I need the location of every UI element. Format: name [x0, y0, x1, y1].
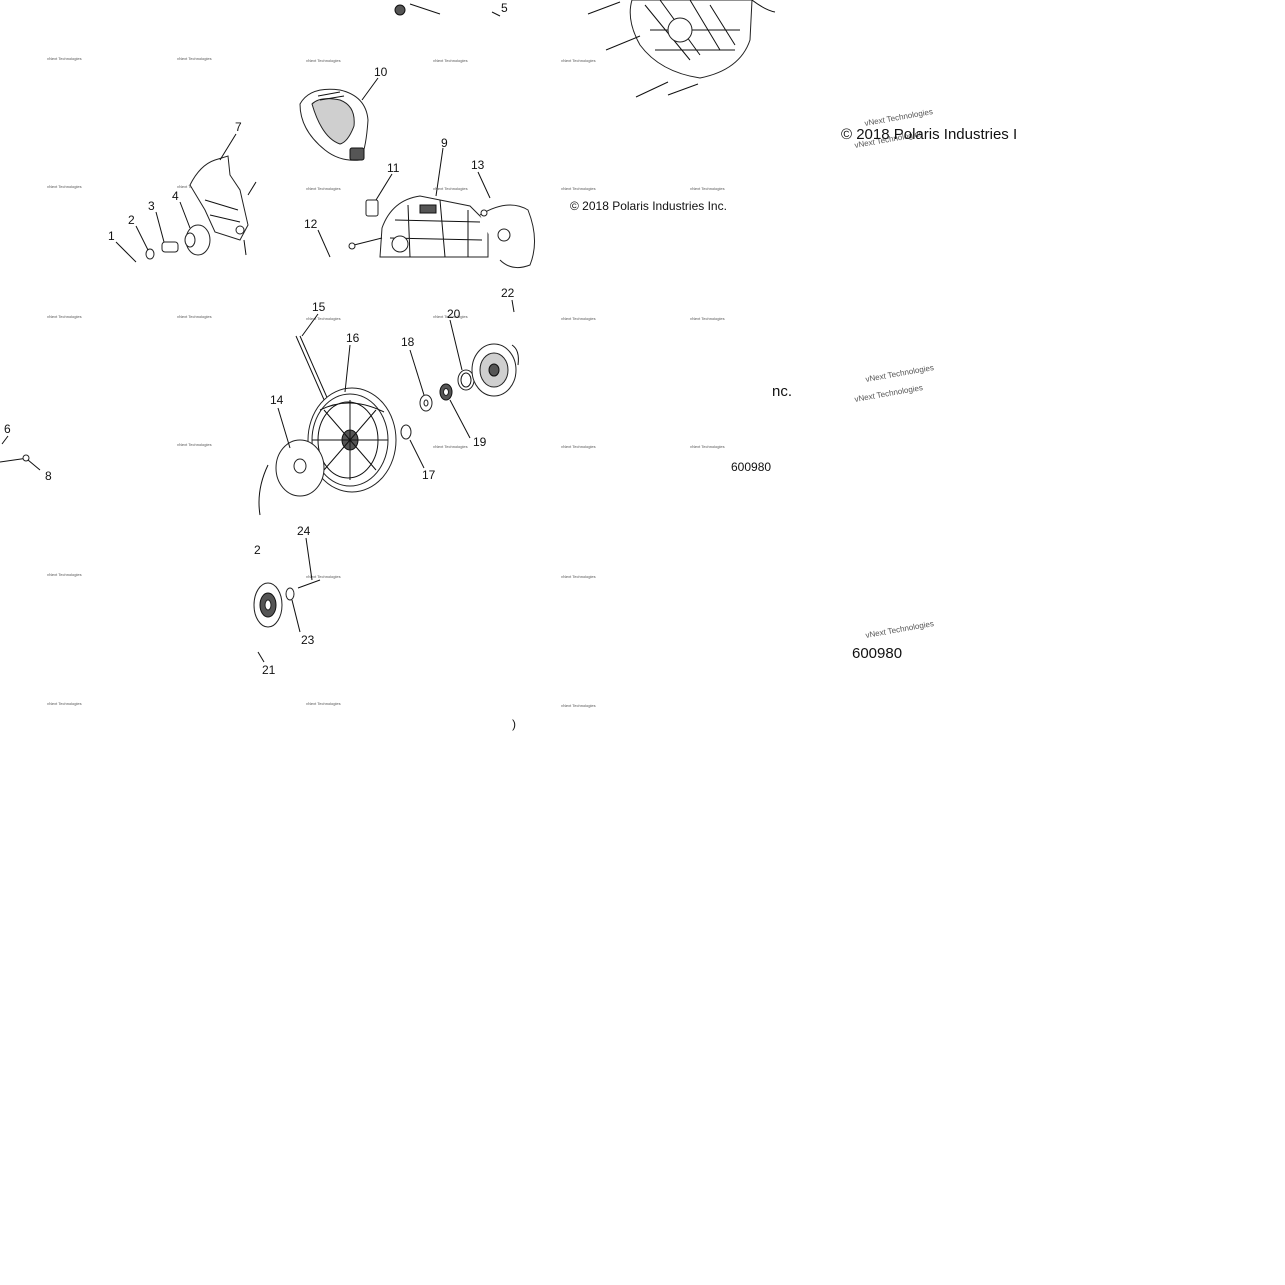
callout-7: 7	[235, 120, 242, 134]
watermark-large-group: vNext Technologies vNext Technologies vN…	[854, 107, 935, 640]
callout-9: 9	[441, 136, 448, 150]
washer-part-2	[145, 248, 155, 260]
watermark-text: vNext Technologies	[561, 316, 596, 321]
copyright-inc-fragment: nc.	[772, 383, 792, 400]
watermark-text: vNext Technologies	[306, 316, 341, 321]
watermark-text: vNext Technologies	[433, 58, 468, 63]
watermark-text: vNext Technologies	[854, 383, 924, 404]
callout-12: 12	[304, 217, 318, 231]
watermark-grid: vNext Technologies vNext Technologies vN…	[47, 56, 725, 708]
watermark-text: vNext Technologies	[433, 444, 468, 449]
gasket-part-13	[479, 204, 535, 269]
watermark-text: vNext Technologies	[306, 58, 341, 63]
watermark-text: vNext Technologies	[306, 186, 341, 191]
bolt-part-12	[348, 237, 383, 250]
callout-15: 15	[312, 300, 326, 314]
callout-labels: 1 2 3 4 5 6 7 8 9 10 11 12 13 14 15 16 1…	[4, 1, 516, 731]
watermark-text: vNext Technologies	[47, 572, 82, 577]
watermark-text: vNext Technologies	[177, 56, 212, 61]
disc-edge-part	[258, 464, 269, 516]
spacer-part-4	[184, 224, 211, 256]
part-number: 600980	[731, 460, 771, 474]
part-number-large: 600980	[852, 645, 902, 662]
callout-16: 16	[346, 331, 360, 345]
pulley-part-16	[307, 387, 397, 493]
bracket-part	[189, 155, 257, 256]
leader-lines	[1, 11, 515, 663]
watermark-text: vNext Technologies	[306, 574, 341, 579]
bolt-part-24	[297, 579, 321, 589]
watermark-text: vNext Technologies	[47, 184, 82, 189]
watermark-text: vNext Technologies	[865, 363, 935, 384]
callout-23: 23	[301, 633, 315, 647]
bushing-part-11	[365, 199, 379, 217]
washer-part-23	[285, 587, 295, 601]
watermark-text: vNext Technologies	[561, 444, 596, 449]
handle-part	[299, 88, 369, 161]
callout-13: 13	[471, 158, 485, 172]
callout-1: 1	[108, 229, 115, 243]
watermark-text: vNext Technologies	[561, 58, 596, 63]
cover-part-9	[379, 195, 489, 258]
watermark-text: vNext Technologies	[690, 444, 725, 449]
watermark-text: vNext Technologies	[47, 56, 82, 61]
callout-6: 6	[4, 422, 11, 436]
watermark-text: vNext Technologies	[433, 314, 468, 319]
watermark-text: vNext Technologies	[865, 619, 935, 640]
callout-8: 8	[45, 469, 52, 483]
watermark-text: vNext Technologies	[433, 186, 468, 191]
callout-17: 17	[422, 468, 436, 482]
watermark-text: vNext Technologies	[690, 316, 725, 321]
callout-20: 20	[447, 307, 461, 321]
nut-part-19	[439, 383, 453, 401]
copyright-notice-large: © 2018 Polaris Industries I	[841, 126, 1017, 143]
watermark-text: vNext Technologies	[47, 701, 82, 706]
callout-18: 18	[401, 335, 415, 349]
watermark-text: vNext Technologies	[561, 186, 596, 191]
watermark-text: vNext Technologies	[47, 314, 82, 319]
watermark-text: vNext Technologies	[864, 107, 934, 128]
callout-fragment-2: 2	[254, 543, 261, 557]
ratchet-part-22	[471, 343, 519, 397]
watermark-text: vNext Technologies	[561, 574, 596, 579]
ring-part-17	[400, 424, 412, 440]
cup-part-21	[253, 582, 283, 628]
callout-14: 14	[270, 393, 284, 407]
callout-21: 21	[262, 663, 276, 677]
copyright-group: © 2018 Polaris Industries Inc. © 2018 Po…	[570, 126, 1017, 662]
copyright-notice: © 2018 Polaris Industries Inc.	[570, 199, 727, 213]
callout-19: 19	[473, 435, 487, 449]
watermark-text: vNext Technologies	[177, 442, 212, 447]
callout-fragment-paren: )	[512, 717, 516, 731]
spring-part-20	[457, 369, 475, 391]
rope-part-15	[295, 335, 330, 403]
callout-4: 4	[172, 189, 179, 203]
washer-part-14	[275, 439, 325, 497]
washer-part-18	[419, 394, 433, 412]
callout-24: 24	[297, 524, 311, 538]
callout-3: 3	[148, 199, 155, 213]
watermark-text: vNext Technologies	[177, 314, 212, 319]
callout-22: 22	[501, 286, 515, 300]
callout-10: 10	[374, 65, 388, 79]
top-cover-assembly	[394, 0, 776, 98]
watermark-text: vNext Technologies	[306, 701, 341, 706]
callout-11: 11	[387, 161, 400, 175]
callout-2: 2	[128, 213, 135, 227]
bushing-part-3	[161, 241, 179, 253]
watermark-text: vNext Technologies	[690, 186, 725, 191]
callout-5: 5	[501, 1, 508, 15]
watermark-text: vNext Technologies	[561, 703, 596, 708]
bolt-part-8	[0, 454, 30, 463]
